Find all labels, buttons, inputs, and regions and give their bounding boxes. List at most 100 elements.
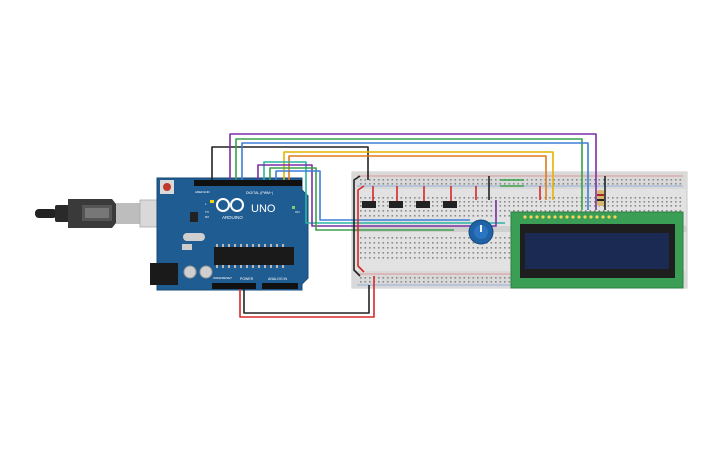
breadboard-hole[interactable]	[369, 252, 371, 254]
pushbutton[interactable]	[416, 201, 430, 208]
breadboard-hole[interactable]	[378, 252, 380, 254]
breadboard-hole[interactable]	[369, 281, 371, 283]
breadboard-hole[interactable]	[405, 242, 407, 244]
breadboard-hole[interactable]	[445, 252, 448, 254]
breadboard-hole[interactable]	[369, 210, 371, 212]
breadboard-hole[interactable]	[535, 197, 538, 199]
breadboard-hole[interactable]	[666, 197, 668, 199]
breadboard-hole[interactable]	[360, 242, 362, 244]
breadboard-hole[interactable]	[364, 257, 367, 259]
breadboard-hole[interactable]	[414, 210, 416, 212]
breadboard-hole[interactable]	[414, 183, 416, 185]
breadboard-hole[interactable]	[648, 179, 650, 181]
breadboard-hole[interactable]	[391, 197, 394, 199]
breadboard-hole[interactable]	[400, 252, 403, 254]
breadboard-hole[interactable]	[459, 281, 461, 283]
wire-red-5v[interactable]	[239, 276, 375, 318]
breadboard-hole[interactable]	[409, 257, 412, 259]
breadboard-hole[interactable]	[441, 257, 443, 259]
breadboard-hole[interactable]	[576, 179, 578, 181]
breadboard-hole[interactable]	[652, 205, 655, 207]
breadboard-hole[interactable]	[603, 205, 605, 207]
wire-purple[interactable]	[229, 133, 597, 210]
breadboard-hole[interactable]	[634, 205, 637, 207]
breadboard-hole[interactable]	[612, 197, 614, 199]
breadboard-hole[interactable]	[441, 205, 443, 207]
breadboard-hole[interactable]	[378, 210, 380, 212]
breadboard-hole[interactable]	[459, 252, 461, 254]
breadboard-hole[interactable]	[612, 201, 614, 203]
breadboard-hole[interactable]	[387, 257, 389, 259]
breadboard-hole[interactable]	[414, 215, 416, 217]
breadboard-hole[interactable]	[450, 281, 452, 283]
breadboard-hole[interactable]	[391, 242, 394, 244]
breadboard-hole[interactable]	[387, 237, 389, 239]
breadboard-hole[interactable]	[454, 210, 457, 212]
breadboard-hole[interactable]	[603, 179, 605, 181]
breadboard-hole[interactable]	[418, 210, 421, 212]
breadboard-hole[interactable]	[648, 183, 650, 185]
breadboard-hole[interactable]	[436, 257, 439, 259]
breadboard-hole[interactable]	[405, 183, 407, 185]
breadboard-hole[interactable]	[418, 252, 421, 254]
breadboard-hole[interactable]	[450, 179, 452, 181]
breadboard-hole[interactable]	[630, 205, 632, 207]
breadboard-hole[interactable]	[589, 205, 592, 207]
breadboard-hole[interactable]	[450, 183, 452, 185]
resistor[interactable]	[597, 190, 604, 206]
breadboard-hole[interactable]	[504, 215, 506, 217]
breadboard-hole[interactable]	[499, 247, 502, 249]
breadboard-hole[interactable]	[625, 201, 628, 203]
breadboard-hole[interactable]	[499, 277, 502, 279]
breadboard-hole[interactable]	[364, 237, 367, 239]
breadboard-hole[interactable]	[639, 197, 641, 199]
breadboard-hole[interactable]	[598, 179, 601, 181]
breadboard-hole[interactable]	[621, 205, 623, 207]
breadboard-hole[interactable]	[526, 201, 529, 203]
breadboard-hole[interactable]	[630, 197, 632, 199]
breadboard-hole[interactable]	[625, 179, 628, 181]
breadboard-hole[interactable]	[382, 179, 385, 181]
breadboard-hole[interactable]	[558, 197, 560, 199]
breadboard-hole[interactable]	[369, 183, 371, 185]
breadboard-hole[interactable]	[652, 183, 655, 185]
breadboard-hole[interactable]	[648, 210, 650, 212]
breadboard-hole[interactable]	[441, 197, 443, 199]
lcd-pin[interactable]	[541, 215, 545, 219]
breadboard-hole[interactable]	[562, 205, 565, 207]
breadboard-hole[interactable]	[454, 257, 457, 259]
breadboard-hole[interactable]	[400, 281, 403, 283]
breadboard-hole[interactable]	[360, 281, 362, 283]
breadboard-hole[interactable]	[504, 237, 506, 239]
breadboard-hole[interactable]	[544, 210, 547, 212]
breadboard-hole[interactable]	[540, 201, 542, 203]
breadboard-hole[interactable]	[418, 197, 421, 199]
breadboard-hole[interactable]	[445, 277, 448, 279]
breadboard-hole[interactable]	[625, 205, 628, 207]
breadboard-hole[interactable]	[639, 210, 641, 212]
breadboard-hole[interactable]	[409, 205, 412, 207]
breadboard-hole[interactable]	[432, 281, 434, 283]
breadboard-hole[interactable]	[679, 205, 682, 207]
breadboard-hole[interactable]	[472, 281, 475, 283]
breadboard-hole[interactable]	[378, 183, 380, 185]
breadboard-hole[interactable]	[382, 197, 385, 199]
breadboard-hole[interactable]	[553, 179, 556, 181]
breadboard-hole[interactable]	[441, 242, 443, 244]
pushbutton[interactable]	[362, 201, 376, 208]
breadboard-hole[interactable]	[522, 197, 524, 199]
breadboard-hole[interactable]	[360, 201, 362, 203]
breadboard-hole[interactable]	[481, 277, 484, 279]
breadboard-hole[interactable]	[499, 242, 502, 244]
breadboard-hole[interactable]	[621, 183, 623, 185]
breadboard-hole[interactable]	[391, 237, 394, 239]
breadboard-hole[interactable]	[369, 197, 371, 199]
breadboard-hole[interactable]	[562, 210, 565, 212]
breadboard-hole[interactable]	[625, 197, 628, 199]
breadboard-hole[interactable]	[432, 237, 434, 239]
breadboard-hole[interactable]	[486, 215, 488, 217]
breadboard-hole[interactable]	[504, 201, 506, 203]
breadboard-hole[interactable]	[364, 179, 367, 181]
breadboard-hole[interactable]	[558, 205, 560, 207]
breadboard-hole[interactable]	[454, 215, 457, 217]
